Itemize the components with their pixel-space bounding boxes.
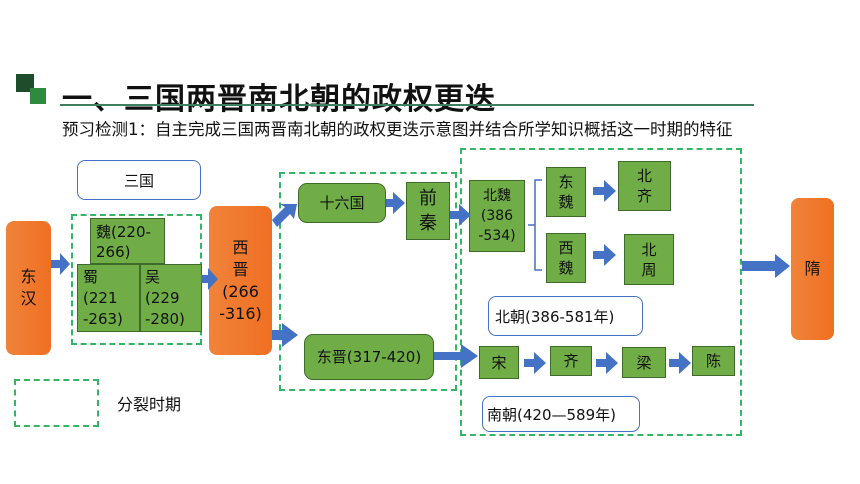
sanguo-label: 三国: [77, 160, 201, 200]
arrow-xiwei-to-beizhou: [593, 244, 616, 266]
legend-dash-box: [14, 379, 99, 427]
node-song: 宋: [479, 346, 519, 379]
node-donghan: 东 汉: [6, 221, 51, 355]
nanbeichao-split-frame: [460, 148, 742, 436]
arrow-liang-to-chen: [669, 352, 691, 374]
arrow-qianqin-to-beiwei: [450, 204, 471, 226]
beichao-label: 北朝(386-581年): [488, 296, 643, 336]
title-underline: [60, 104, 754, 106]
node-wu: 吴 (229 -280): [140, 264, 202, 332]
node-shiliuguo: 十六国: [298, 183, 386, 223]
node-sui: 隋: [791, 198, 834, 340]
node-shu: 蜀 (221 -263): [77, 264, 140, 332]
node-liang: 梁: [622, 347, 666, 378]
arrow-dongjin-to-song: [434, 344, 478, 368]
node-beiwei: 北魏 (386 -534): [469, 180, 525, 252]
node-dongjin: 东晋(317-420): [304, 334, 434, 380]
arrow-donghan-to-sanguo: [51, 253, 70, 275]
shiliuguo-split-frame: [279, 172, 457, 391]
arrow-sanguo-to-xijin: [201, 268, 218, 290]
node-beiqi: 北 齐: [618, 161, 671, 211]
logo-square-green: [30, 88, 46, 104]
node-chen: 陈: [692, 346, 735, 376]
logo-square-dark: [16, 74, 34, 92]
node-xiwei: 西 魏: [546, 233, 586, 283]
arrow-xijin-to-dongjin: [272, 323, 298, 347]
arrow-to-sui: [742, 254, 790, 278]
node-beizhou: 北 周: [624, 234, 674, 285]
node-qianqin: 前 秦: [406, 182, 450, 240]
page-title: 一、三国两晋南北朝的政权更迭: [62, 82, 496, 117]
node-wei: 魏(220- 266): [90, 218, 165, 264]
nanchao-label: 南朝(420—589年): [482, 396, 640, 432]
node-dongwei: 东 魏: [546, 167, 586, 217]
bracket-beiwei-split: [528, 179, 542, 271]
node-xijin: 西 晋 (266 -316): [209, 206, 272, 355]
subtitle: 预习检测1：自主完成三国两晋南北朝的政权更迭示意图并结合所学知识概括这一时期的特…: [62, 120, 733, 139]
arrow-xijin-to-shiliuguo: [272, 204, 297, 227]
arrow-dongwei-to-beiqi: [593, 180, 616, 202]
arrow-shiliuguo-to-qianqin: [386, 192, 405, 214]
arrow-song-to-qi: [524, 352, 546, 374]
legend-label: 分裂时期: [117, 395, 182, 414]
node-qi: 齐: [550, 346, 592, 376]
arrow-qi-to-liang: [596, 352, 618, 374]
